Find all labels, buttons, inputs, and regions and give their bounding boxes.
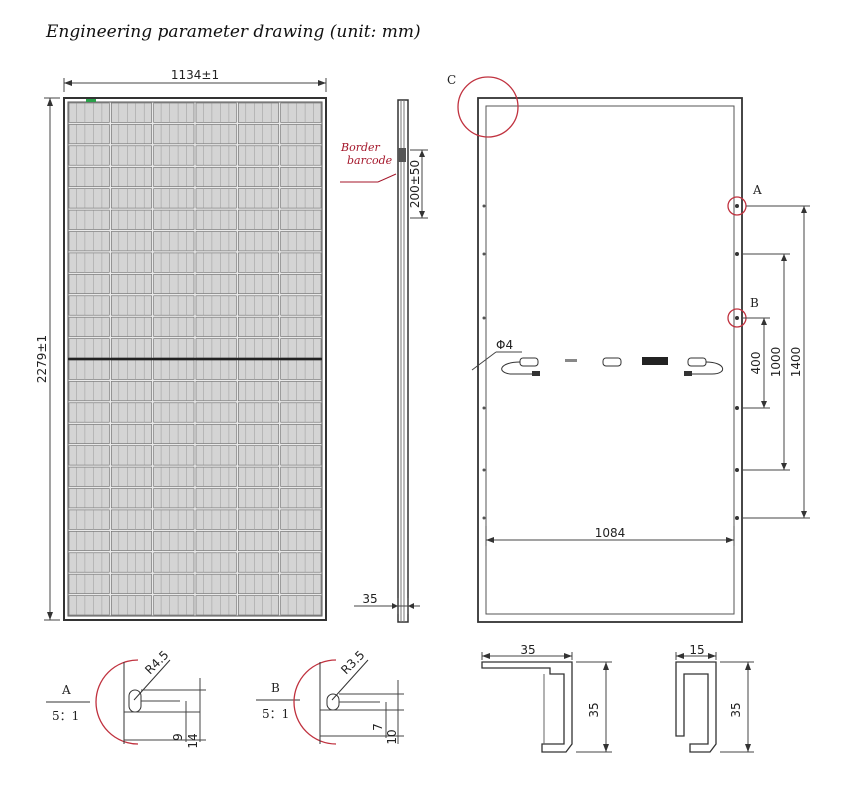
barcode-callout-line1: Border xyxy=(340,141,381,154)
detail-a-title: A xyxy=(61,683,71,697)
barcode-callout-line2: barcode xyxy=(347,154,393,167)
side-thickness-label: 35 xyxy=(362,592,377,606)
frame2-top-label: 15 xyxy=(689,643,704,657)
front-view-panel xyxy=(63,97,327,621)
hole-a-label: A xyxy=(752,183,762,197)
detail-b: B 5：1 R3.5 7 10 xyxy=(256,648,404,745)
junction-box-cables: Φ4 xyxy=(471,338,723,376)
detail-b-radius: R3.5 xyxy=(338,648,367,677)
dim-1400-label: 1400 xyxy=(789,347,803,378)
hole-b-label: B xyxy=(750,296,759,310)
front-width-dimension: 1134±1 xyxy=(63,68,327,92)
frame-section-long: 35 35 xyxy=(481,643,612,753)
front-width-label: 1134±1 xyxy=(171,68,219,82)
detail-b-dim1: 7 xyxy=(371,723,385,731)
frame1-top-label: 35 xyxy=(520,643,535,657)
detail-a-dim1: 9 xyxy=(171,733,185,741)
hole-spacing-dimensions: 400 1000 1400 xyxy=(742,205,810,519)
frame-section-short: 15 35 xyxy=(675,643,754,753)
dim-400-label: 400 xyxy=(749,352,763,375)
cable-length-label: 200±50 xyxy=(408,160,422,208)
hole-diameter-label: Φ4 xyxy=(496,338,513,352)
side-view-panel: Border barcode 200±50 35 xyxy=(340,99,428,623)
detail-a: A 5：1 R4.5 9 14 xyxy=(46,648,206,749)
back-width-dimension: 1084 xyxy=(485,526,735,546)
label-marker xyxy=(86,99,96,102)
detail-a-dim2: 14 xyxy=(186,733,200,748)
frame2-side-label: 35 xyxy=(729,702,743,717)
front-height-dimension: 2279±1 xyxy=(35,97,60,621)
detail-a-scale: 5：1 xyxy=(52,709,79,723)
dim-1000-label: 1000 xyxy=(769,347,783,378)
corner-c-label: C xyxy=(447,73,456,87)
page-title: Engineering parameter drawing (unit: mm) xyxy=(46,22,421,42)
front-height-label: 2279±1 xyxy=(35,335,49,383)
detail-b-title: B xyxy=(271,681,280,695)
detail-b-dim2: 10 xyxy=(385,729,399,744)
detail-b-scale: 5：1 xyxy=(262,707,289,721)
solar-cell-grid xyxy=(68,102,322,616)
frame1-side-label: 35 xyxy=(587,702,601,717)
back-width-label: 1084 xyxy=(595,526,626,540)
